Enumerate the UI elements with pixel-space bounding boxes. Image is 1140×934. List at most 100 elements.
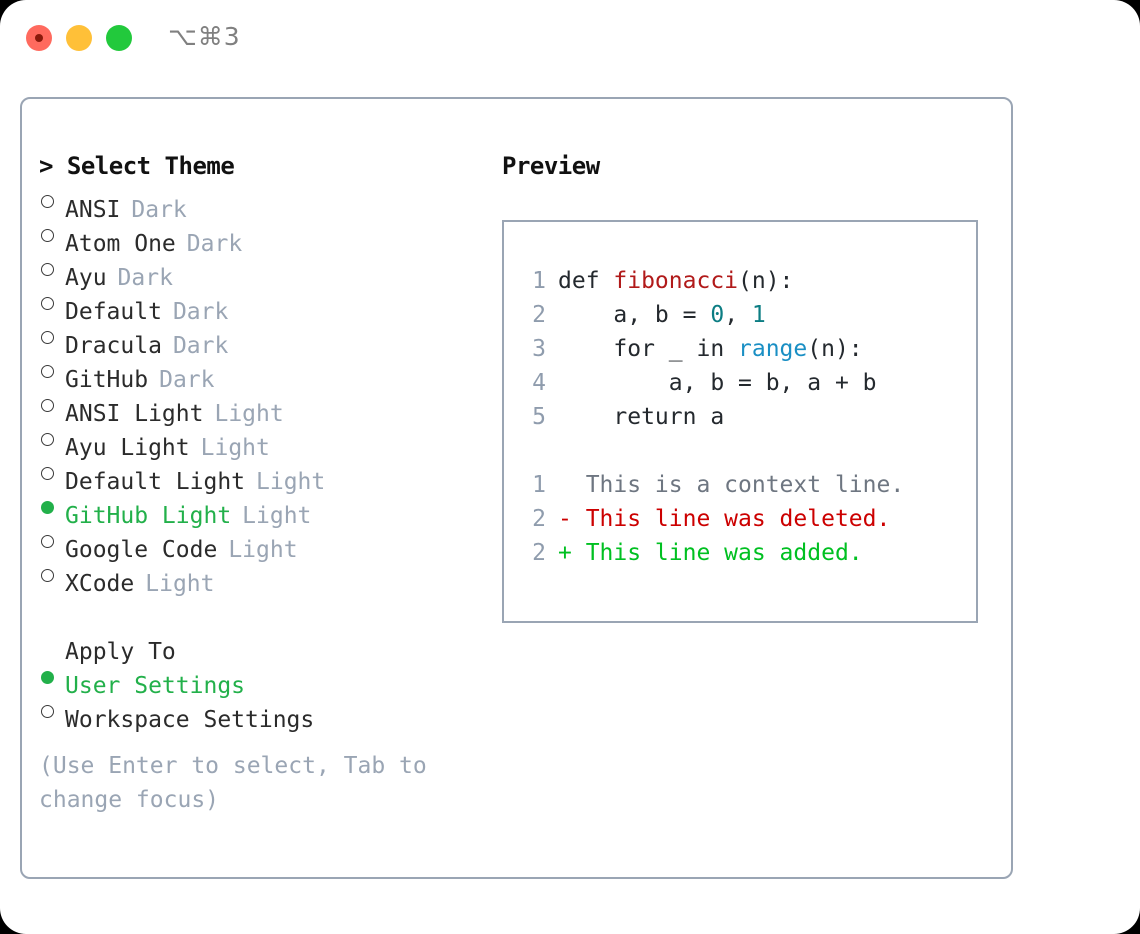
theme-option-row[interactable]: Default Light Light bbox=[39, 455, 479, 495]
radio-unselected-icon[interactable] bbox=[39, 421, 65, 455]
window-controls bbox=[26, 25, 132, 51]
preview-heading: Preview bbox=[502, 152, 600, 180]
theme-option-variant: Light bbox=[256, 469, 326, 495]
keyboard-shortcut-label: ⌥⌘3 bbox=[168, 22, 241, 51]
code-token: (n): bbox=[807, 336, 863, 362]
radio-unselected-icon[interactable] bbox=[39, 455, 65, 489]
line-number: 2 bbox=[532, 540, 546, 566]
theme-option-variant: Dark bbox=[131, 197, 187, 223]
code-line: 4 a, b = b, a + b bbox=[516, 366, 968, 400]
radio-unselected-icon[interactable] bbox=[39, 183, 65, 217]
code-token: 0 bbox=[710, 302, 725, 328]
theme-option-variant: Dark bbox=[117, 265, 173, 291]
theme-option-variant: Light bbox=[214, 401, 284, 427]
title-bar: ⌥⌘3 bbox=[0, 0, 1140, 78]
radio-unselected-icon[interactable] bbox=[39, 251, 65, 285]
radio-unselected-icon[interactable] bbox=[39, 557, 65, 591]
code-token: def bbox=[558, 268, 614, 294]
minimize-button[interactable] bbox=[66, 25, 92, 51]
theme-option-label: Ayu bbox=[65, 265, 107, 291]
theme-option-row[interactable]: GitHub Dark bbox=[39, 353, 479, 393]
theme-option-label: XCode bbox=[65, 571, 135, 597]
line-number: 2 bbox=[532, 302, 546, 328]
keyboard-hint: (Use Enter to select, Tab to change focu… bbox=[39, 753, 427, 813]
theme-option-variant: Dark bbox=[159, 367, 215, 393]
apply-to-option-label: User Settings bbox=[65, 673, 246, 699]
code-token: for _ in bbox=[558, 336, 739, 362]
apply-to-option-label: Workspace Settings bbox=[65, 707, 315, 733]
theme-option-variant: Dark bbox=[186, 231, 243, 257]
theme-option-label: GitHub Light bbox=[65, 503, 232, 529]
line-number: 2 bbox=[532, 506, 546, 532]
theme-option-label: Default bbox=[65, 299, 162, 325]
blank-bullet-icon bbox=[39, 625, 65, 659]
close-button[interactable] bbox=[26, 25, 52, 51]
theme-option-row[interactable]: Ayu Light Light bbox=[39, 421, 479, 461]
theme-option-row[interactable]: Default Dark bbox=[39, 285, 479, 325]
theme-option-label: GitHub bbox=[65, 367, 149, 393]
radio-unselected-icon[interactable] bbox=[39, 353, 65, 387]
radio-unselected-icon[interactable] bbox=[39, 523, 65, 557]
radio-unselected-icon[interactable] bbox=[39, 693, 65, 727]
theme-option-row[interactable]: ANSI Light Light bbox=[39, 387, 479, 427]
code-token: (n): bbox=[738, 268, 794, 294]
radio-selected-icon[interactable] bbox=[39, 489, 65, 523]
theme-option-row[interactable]: Dracula Dark bbox=[39, 319, 479, 359]
theme-option-label: Atom One bbox=[65, 231, 176, 257]
code-token: return a bbox=[558, 404, 725, 430]
theme-option-label: Ayu Light bbox=[65, 435, 190, 461]
radio-unselected-icon[interactable] bbox=[39, 285, 65, 319]
diff-text: - This line was deleted. bbox=[558, 506, 891, 532]
diff-sample-lines: 1 This is a context line.2- This line wa… bbox=[516, 468, 968, 570]
radio-unselected-icon[interactable] bbox=[39, 387, 65, 421]
theme-option-variant: Light bbox=[145, 571, 215, 597]
diff-text: + This line was added. bbox=[558, 540, 863, 566]
maximize-button[interactable] bbox=[106, 25, 132, 51]
theme-option-label: Google Code bbox=[65, 537, 218, 563]
code-token: a, b = b, a + b bbox=[558, 370, 877, 396]
diff-line: 2 + This line was added. bbox=[516, 536, 968, 570]
select-theme-heading: > Select Theme bbox=[39, 152, 235, 180]
apply-to-heading-row: Apply To bbox=[39, 625, 479, 665]
radio-unselected-icon[interactable] bbox=[39, 319, 65, 353]
radio-unselected-icon[interactable] bbox=[39, 217, 65, 251]
code-line: 1 def fibonacci(n): bbox=[516, 264, 968, 298]
theme-option-variant: Light bbox=[200, 435, 270, 461]
theme-option-row[interactable]: Google Code Light bbox=[39, 523, 479, 563]
theme-option-row[interactable]: GitHub Light Light bbox=[39, 489, 479, 529]
code-gap bbox=[516, 434, 968, 468]
line-number: 1 bbox=[532, 268, 546, 294]
code-token: 1 bbox=[751, 302, 766, 328]
code-token: , bbox=[724, 302, 752, 328]
theme-option-row[interactable]: XCode Light bbox=[39, 557, 479, 597]
theme-option-variant: Light bbox=[242, 503, 312, 529]
code-line: 5 return a bbox=[516, 400, 968, 434]
line-number: 3 bbox=[532, 336, 546, 362]
theme-option-variant: Dark bbox=[172, 333, 229, 359]
theme-option-variant: Dark bbox=[172, 299, 229, 325]
code-token: fibonacci bbox=[613, 268, 739, 294]
theme-option-variant: Light bbox=[228, 537, 298, 563]
code-token: a, b = bbox=[558, 302, 711, 328]
theme-option-row[interactable]: Atom One Dark bbox=[39, 217, 479, 257]
theme-option-label: ANSI Light bbox=[65, 401, 204, 427]
line-number: 4 bbox=[532, 370, 546, 396]
theme-option-label: Default Light bbox=[65, 469, 246, 495]
theme-option-label: Dracula bbox=[65, 333, 162, 359]
apply-to-option-row[interactable]: User Settings bbox=[39, 659, 479, 699]
diff-line: 2 - This line was deleted. bbox=[516, 502, 968, 536]
theme-option-row[interactable]: Ayu Dark bbox=[39, 251, 479, 291]
apply-to-option-row[interactable]: Workspace Settings bbox=[39, 693, 479, 733]
line-number: 1 bbox=[532, 472, 546, 498]
radio-selected-icon[interactable] bbox=[39, 659, 65, 693]
